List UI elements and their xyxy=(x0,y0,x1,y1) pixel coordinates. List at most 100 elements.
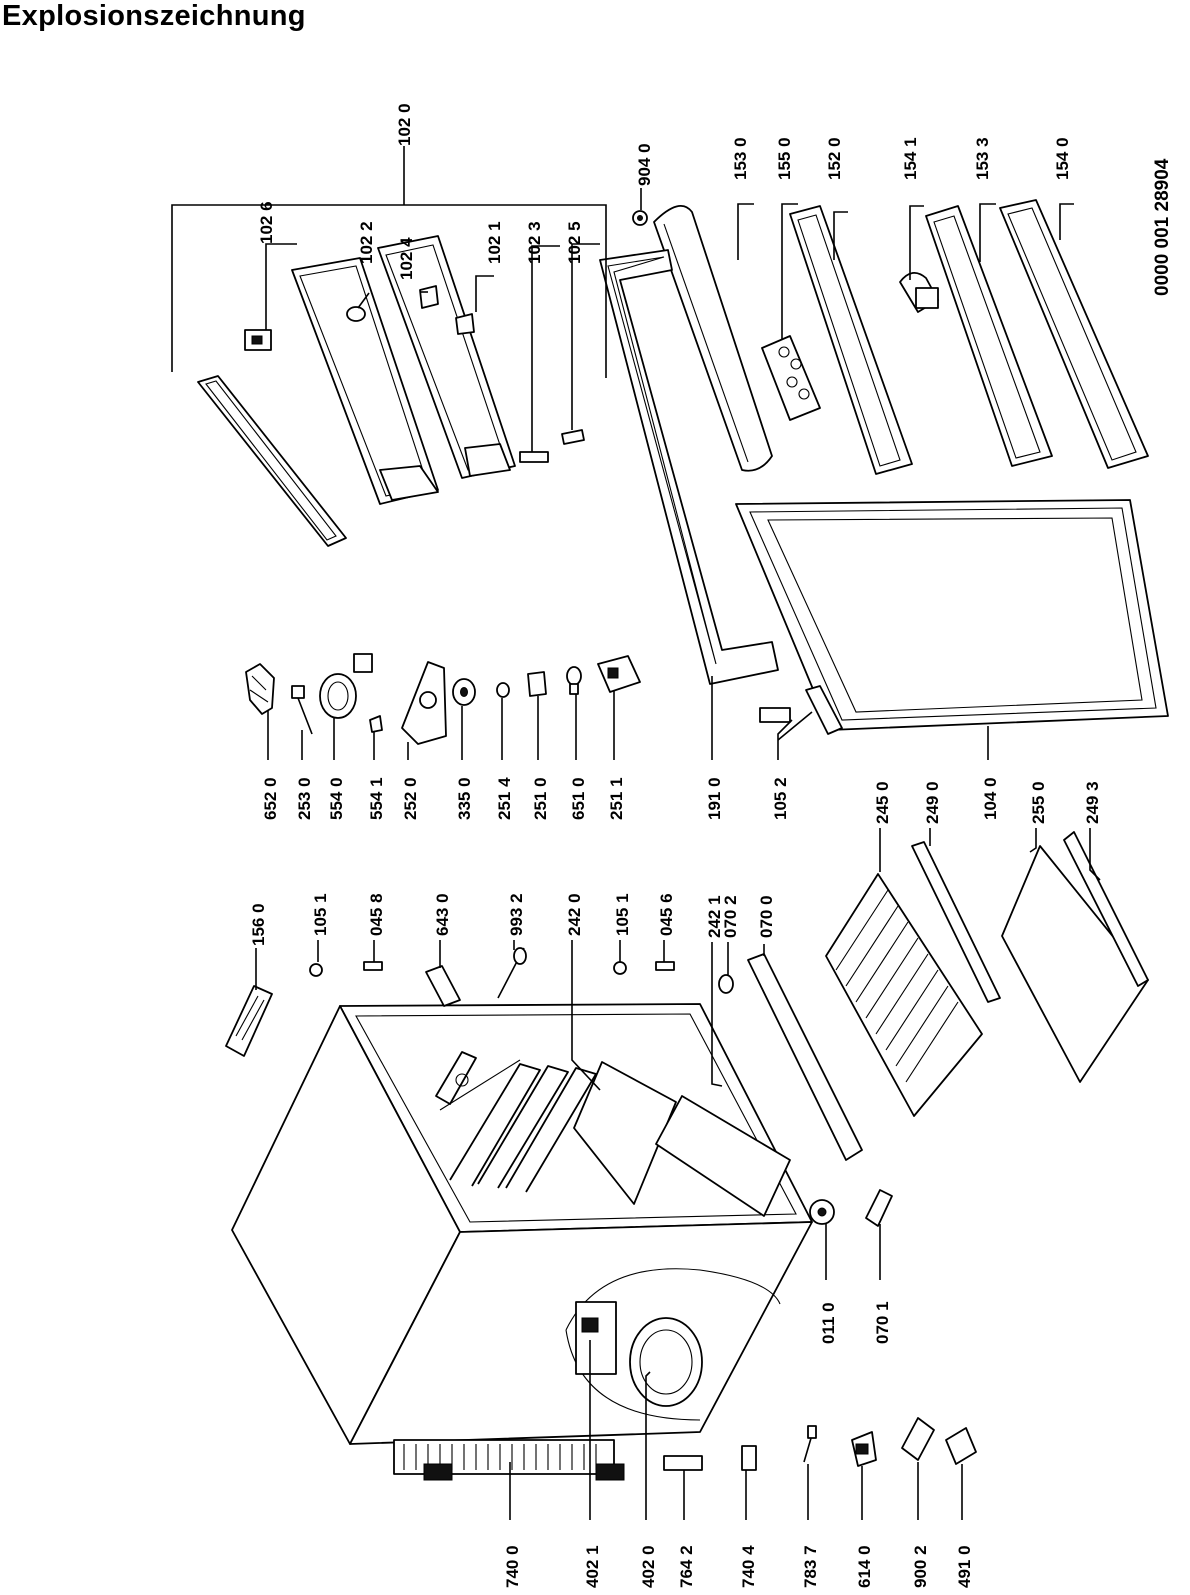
label-335-0: 335 0 xyxy=(455,777,474,820)
door-1040 xyxy=(735,499,1169,731)
part-labels: 102 0 102 6 102 2 102 4 102 1 102 3 102 … xyxy=(249,103,1173,1588)
ice-tray-1560 xyxy=(225,985,273,1057)
document-number: 0000 001 28904 xyxy=(1152,158,1173,296)
knob-1022 xyxy=(346,306,366,322)
leveling-foot-0110 xyxy=(809,1199,835,1225)
shelf-trim-2490 xyxy=(911,841,1001,1003)
part-drawings xyxy=(197,199,1169,1481)
label-155-0: 155 0 xyxy=(775,137,794,180)
label-105-1b: 105 1 xyxy=(613,893,632,936)
foot-0702 xyxy=(718,974,734,994)
label-045-8: 045 8 xyxy=(367,893,386,936)
clip-1024 xyxy=(419,285,439,309)
label-070-2: 070 2 xyxy=(721,895,740,938)
label-245-0: 245 0 xyxy=(873,781,892,824)
label-104-0: 104 0 xyxy=(981,777,1000,820)
label-102-6: 102 6 xyxy=(257,201,276,244)
bottle-holder-1541 xyxy=(899,272,939,313)
grommet-9040 xyxy=(632,210,648,226)
label-402-1: 402 1 xyxy=(583,1545,602,1588)
label-251-0: 251 0 xyxy=(531,777,550,820)
label-651-0: 651 0 xyxy=(569,777,588,820)
label-904-0: 904 0 xyxy=(635,143,654,186)
label-102-3: 102 3 xyxy=(525,221,544,264)
label-102-2: 102 2 xyxy=(357,221,376,264)
bracket-2510 xyxy=(527,671,547,697)
label-491-0: 491 0 xyxy=(955,1545,974,1588)
label-045-6: 045 6 xyxy=(657,893,676,936)
condenser-7400 xyxy=(393,1439,625,1481)
label-105-2: 105 2 xyxy=(771,777,790,820)
label-251-4: 251 4 xyxy=(495,777,514,820)
freezer-door-inner-panel xyxy=(291,257,439,505)
label-153-0: 153 0 xyxy=(731,137,750,180)
label-153-3: 153 3 xyxy=(973,137,992,180)
label-070-0: 070 0 xyxy=(757,895,776,938)
strip-1023 xyxy=(519,451,549,463)
label-249-3: 249 3 xyxy=(1083,781,1102,824)
label-242-1: 242 1 xyxy=(705,895,724,938)
hinge-bracket-1026 xyxy=(244,329,272,351)
label-554-1: 554 1 xyxy=(367,777,386,820)
rail-0700 xyxy=(747,953,863,1161)
egg-tray-1550 xyxy=(761,335,821,421)
compressor-compartment xyxy=(565,1268,781,1421)
plate-9002 xyxy=(901,1417,935,1461)
relay-6140 xyxy=(851,1431,877,1467)
door-shelf-1520 xyxy=(789,205,913,475)
thermostat-housing-2520 xyxy=(401,661,447,745)
label-102-5: 102 5 xyxy=(565,221,584,264)
freezer-door-gasket xyxy=(197,375,347,547)
label-102-0: 102 0 xyxy=(395,103,414,146)
label-764-2: 764 2 xyxy=(677,1545,696,1588)
label-102-1: 102 1 xyxy=(485,221,504,264)
clip-6430 xyxy=(425,965,461,1007)
label-652-0: 652 0 xyxy=(261,777,280,820)
label-242-0: 242 0 xyxy=(565,893,584,936)
freezer-door-panel xyxy=(377,235,516,479)
label-156-0: 156 0 xyxy=(249,903,268,946)
label-070-1: 070 1 xyxy=(873,1301,892,1344)
grommet-7404 xyxy=(741,1445,757,1471)
bulb-6510 xyxy=(566,666,582,695)
lamp-cover-5540 xyxy=(319,653,373,719)
label-249-0: 249 0 xyxy=(923,781,942,824)
cabinet xyxy=(231,1003,813,1445)
label-011-0: 011 0 xyxy=(819,1302,838,1344)
pin-0458 xyxy=(363,961,383,971)
label-152-0: 152 0 xyxy=(825,137,844,180)
label-402-0: 402 0 xyxy=(639,1545,658,1588)
page-title: Explosionszeichnung xyxy=(2,0,306,32)
lamp-socket-5541 xyxy=(369,715,383,733)
label-191-0: 191 0 xyxy=(705,777,724,820)
door-shelf-1530 xyxy=(653,205,773,472)
label-614-0: 614 0 xyxy=(855,1545,874,1588)
filter-drier-7642 xyxy=(663,1455,703,1471)
label-783-7: 783 7 xyxy=(801,1545,820,1588)
clip-1021 xyxy=(455,313,475,335)
bracket-4910 xyxy=(945,1427,977,1465)
foot-0701 xyxy=(865,1189,893,1227)
label-154-1: 154 1 xyxy=(901,137,920,180)
pad-1025 xyxy=(561,429,585,445)
capillary-7837 xyxy=(803,1425,817,1463)
label-252-0: 252 0 xyxy=(401,777,420,820)
door-shelf-1540 xyxy=(999,199,1149,469)
label-740-4: 740 4 xyxy=(739,1545,758,1588)
label-251-1: 251 1 xyxy=(607,777,626,820)
label-900-2: 900 2 xyxy=(911,1545,930,1588)
sensor-9932 xyxy=(497,947,527,999)
door-gasket-1910 xyxy=(599,249,779,685)
door-shelf-1533 xyxy=(925,205,1053,467)
label-102-4: 102 4 xyxy=(397,237,416,280)
label-643-0: 643 0 xyxy=(433,893,452,936)
shelf-trim-2493 xyxy=(1063,831,1149,987)
leader-lines xyxy=(171,146,1101,1520)
label-255-0: 255 0 xyxy=(1029,781,1048,824)
switch-2511 xyxy=(597,655,641,693)
thermostat-6520 xyxy=(245,663,275,715)
label-105-1a: 105 1 xyxy=(311,893,330,936)
hinge-1052 xyxy=(759,685,843,735)
pin-0456 xyxy=(655,961,675,971)
